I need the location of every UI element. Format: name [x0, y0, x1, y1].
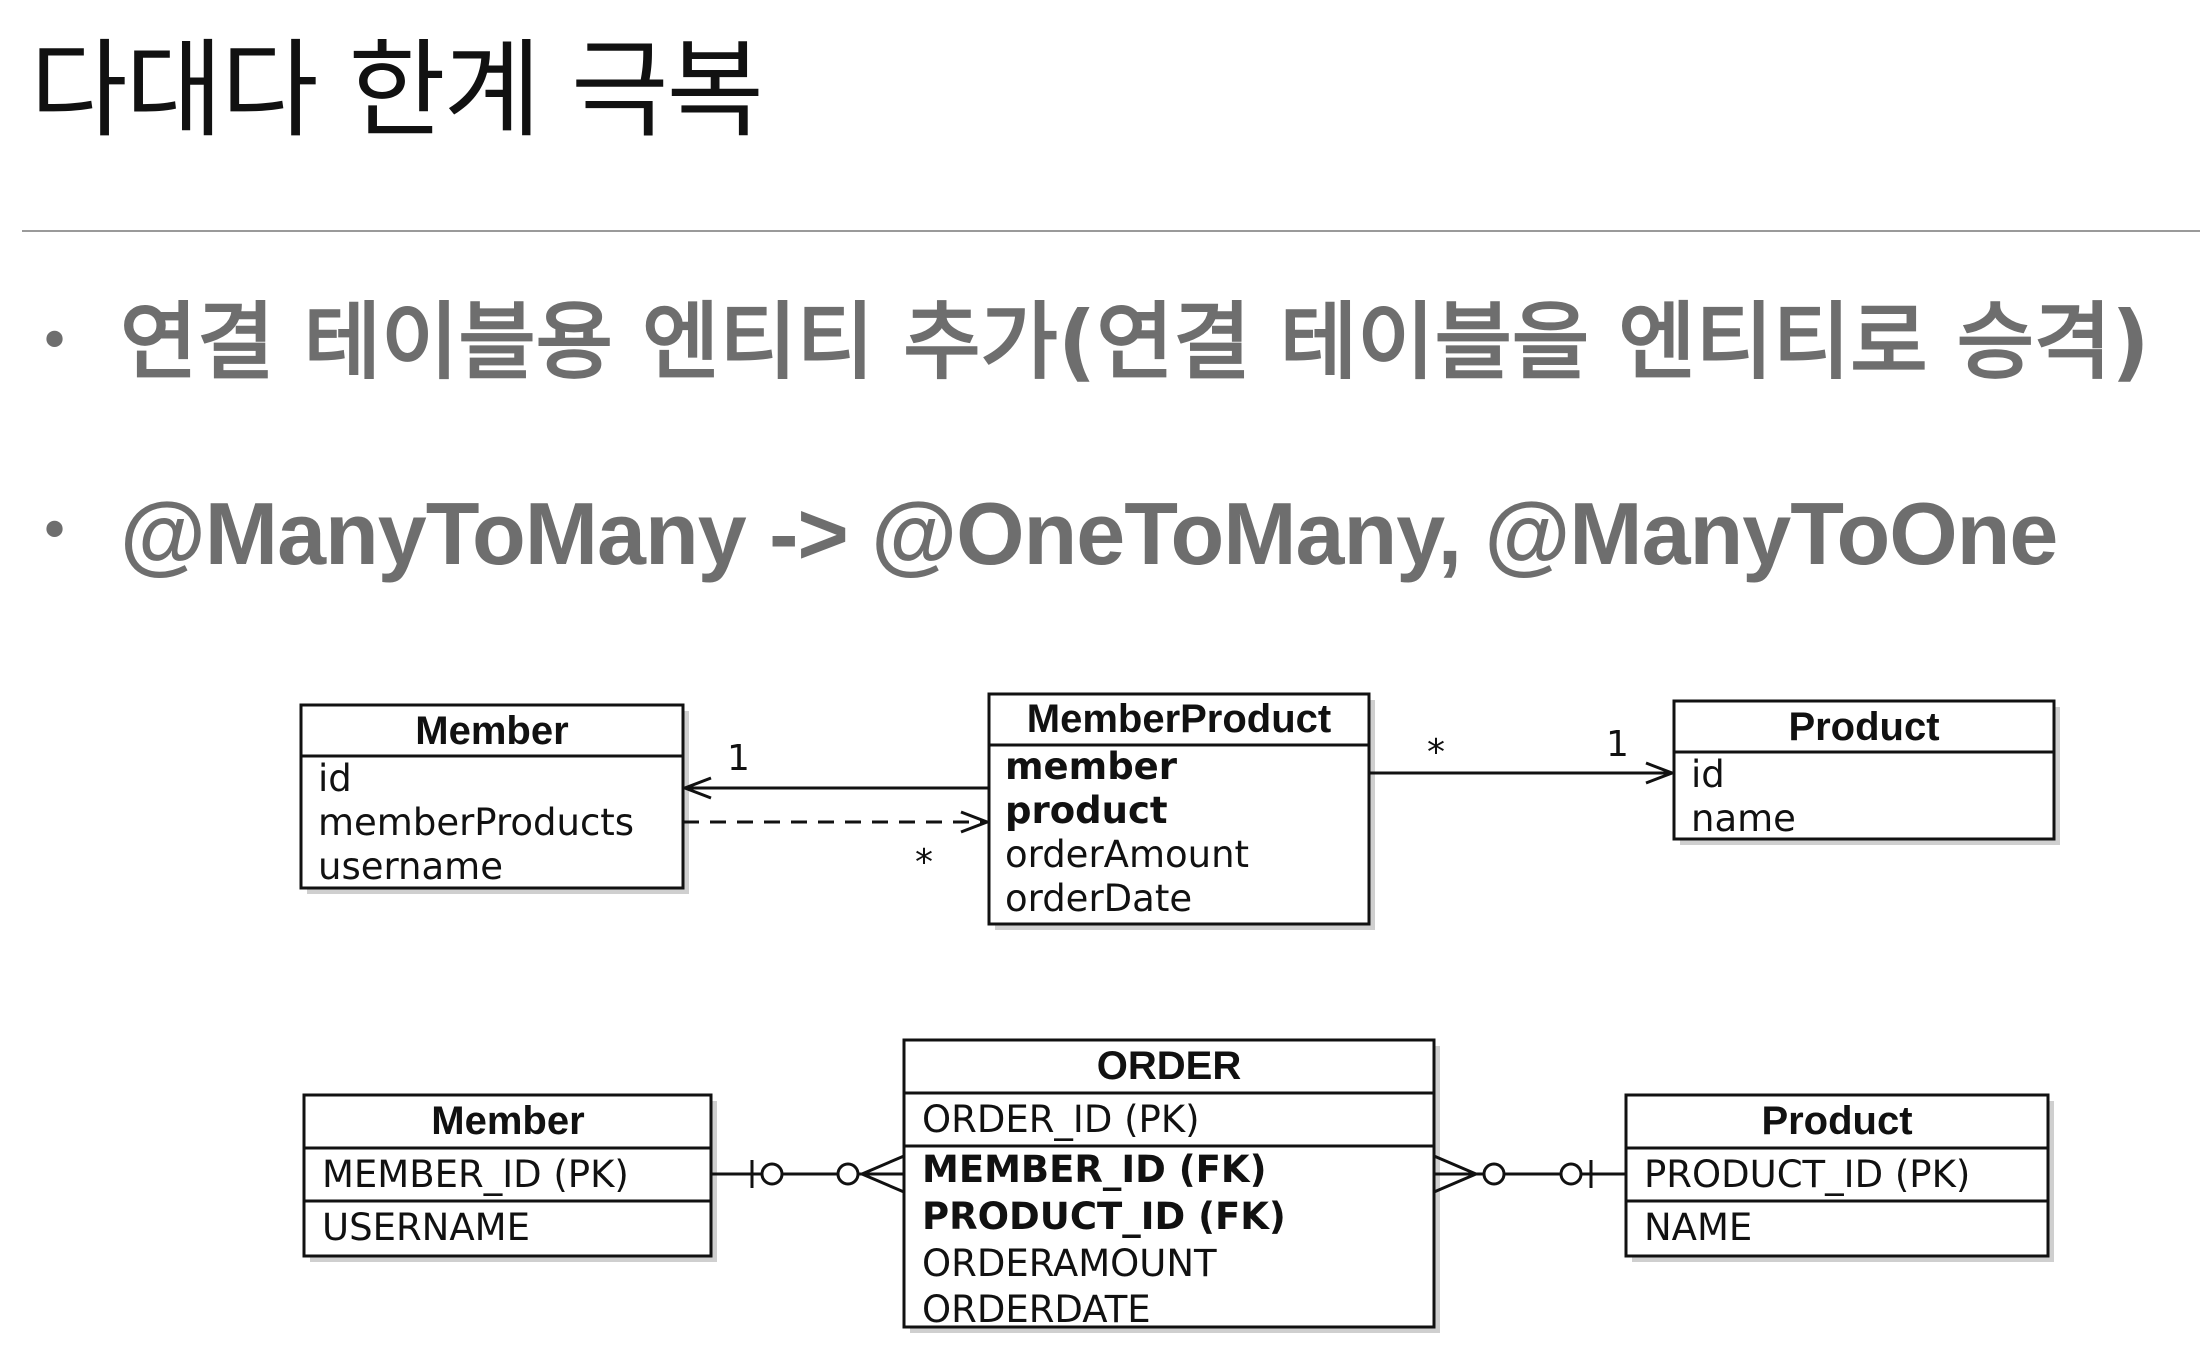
erd-order-table: ORDER ORDER_ID (PK) MEMBER_ID (FK) PRODU…	[902, 1038, 1440, 1333]
class-member-attr: id	[318, 757, 352, 800]
class-product: Product id name	[1672, 699, 2060, 845]
bullet-2-text: @ManyToMany -> @OneToMany, @ManyToOne	[120, 484, 2058, 583]
class-member-product-attr: orderDate	[1005, 877, 1192, 920]
erd-relation-order-product	[1433, 1154, 1626, 1194]
erd-product-row: PRODUCT_ID (PK)	[1644, 1153, 1970, 1196]
zero-circle-icon	[836, 1162, 860, 1186]
zero-circle-icon	[1559, 1162, 1583, 1186]
erd-relation-member-order	[711, 1154, 905, 1194]
bullet-dot-icon: •	[38, 499, 71, 564]
erd-order-attr: ORDERAMOUNT	[922, 1242, 1217, 1285]
crows-foot-icon	[1433, 1154, 1480, 1194]
class-member-title: Member	[415, 709, 568, 753]
class-member-attr: memberProducts	[318, 801, 634, 844]
class-product-attr: id	[1691, 753, 1725, 796]
erd-member-row: USERNAME	[322, 1206, 530, 1249]
title-divider	[22, 230, 2200, 232]
zero-circle-icon	[760, 1162, 784, 1186]
bullet-dot-icon: •	[38, 309, 72, 374]
erd-order-title: ORDER	[1097, 1044, 1242, 1088]
class-product-attr: name	[1691, 797, 1796, 840]
multiplicity-label: *	[915, 842, 933, 883]
class-member-product-title: MemberProduct	[1027, 697, 1332, 741]
erd-order-fk: PRODUCT_ID (FK)	[922, 1195, 1286, 1238]
zero-circle-icon	[1482, 1162, 1506, 1186]
erd-product-row: NAME	[1644, 1206, 1752, 1249]
multiplicity-label: 1	[727, 738, 750, 779]
erd-order-pk: ORDER_ID (PK)	[922, 1098, 1200, 1141]
erd-member-row: MEMBER_ID (PK)	[322, 1153, 629, 1196]
class-member-attr: username	[318, 845, 503, 888]
erd-product-table: Product PRODUCT_ID (PK) NAME	[1624, 1093, 2054, 1262]
erd-order-fk: MEMBER_ID (FK)	[922, 1148, 1267, 1191]
class-member-product-attr: product	[1005, 789, 1168, 832]
class-member: Member id memberProducts username	[299, 703, 689, 894]
class-member-product-attr: member	[1005, 745, 1178, 788]
class-product-title: Product	[1788, 705, 1939, 749]
class-member-product-attr: orderAmount	[1005, 833, 1249, 876]
erd-order-attr: ORDERDATE	[922, 1288, 1151, 1331]
erd-product-title: Product	[1761, 1099, 1912, 1143]
bullet-1-text: 연결 테이블용 엔티티 추가(연결 테이블을 엔티티로 승격)	[120, 293, 2150, 391]
crows-foot-icon	[858, 1154, 905, 1194]
erd-member-title: Member	[431, 1099, 584, 1143]
erd-member-table: Member MEMBER_ID (PK) USERNAME	[302, 1093, 717, 1262]
multiplicity-label: *	[1427, 732, 1445, 773]
multiplicity-label: 1	[1606, 724, 1629, 765]
slide-title: 다대다 한계 극복	[30, 29, 764, 152]
class-member-product: MemberProduct member product orderAmount…	[987, 692, 1375, 930]
